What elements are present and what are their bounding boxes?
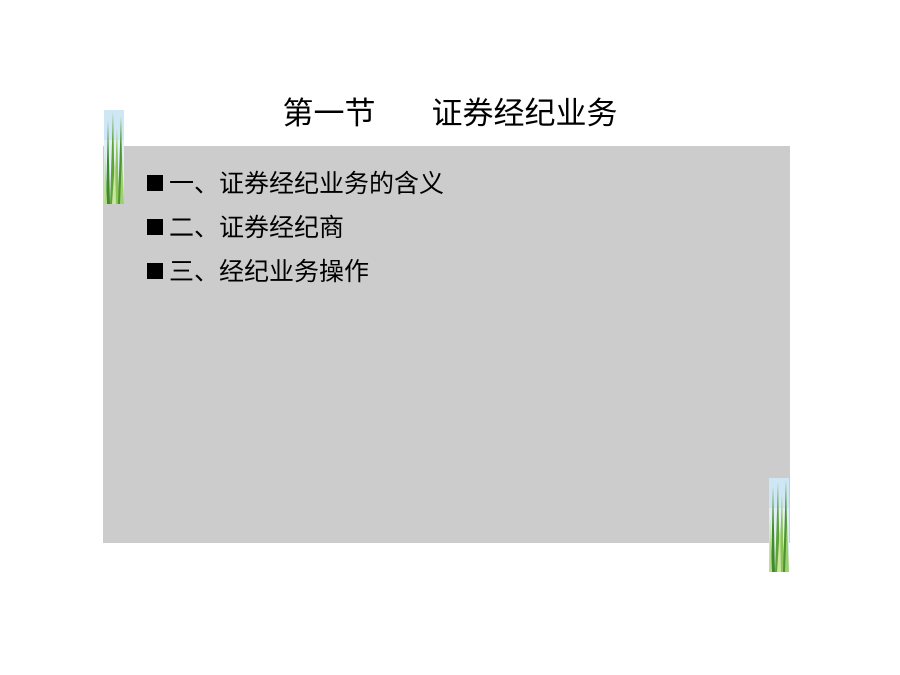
square-bullet-icon bbox=[147, 175, 163, 191]
bullet-text: 三、经纪业务操作 bbox=[169, 257, 370, 286]
square-bullet-icon bbox=[147, 219, 163, 235]
title-section-number: 第一节 bbox=[282, 96, 376, 132]
bullet-list: 一、证券经纪业务的含义 二、证券经纪商 三、经纪业务操作 bbox=[147, 160, 444, 292]
bullet-text: 二、证券经纪商 bbox=[169, 213, 345, 242]
title-section-name: 证券经纪业务 bbox=[431, 96, 618, 132]
bullet-item: 二、证券经纪商 bbox=[147, 204, 444, 248]
bullet-item: 一、证券经纪业务的含义 bbox=[147, 160, 444, 204]
content-panel bbox=[103, 146, 790, 543]
bullet-item: 三、经纪业务操作 bbox=[147, 248, 444, 292]
slide-title: 第一节 证券经纪业务 bbox=[0, 88, 900, 133]
square-bullet-icon bbox=[147, 263, 163, 279]
grass-decoration-top bbox=[104, 110, 124, 204]
grass-decoration-bottom bbox=[769, 478, 789, 572]
bullet-text: 一、证券经纪业务的含义 bbox=[169, 169, 445, 198]
